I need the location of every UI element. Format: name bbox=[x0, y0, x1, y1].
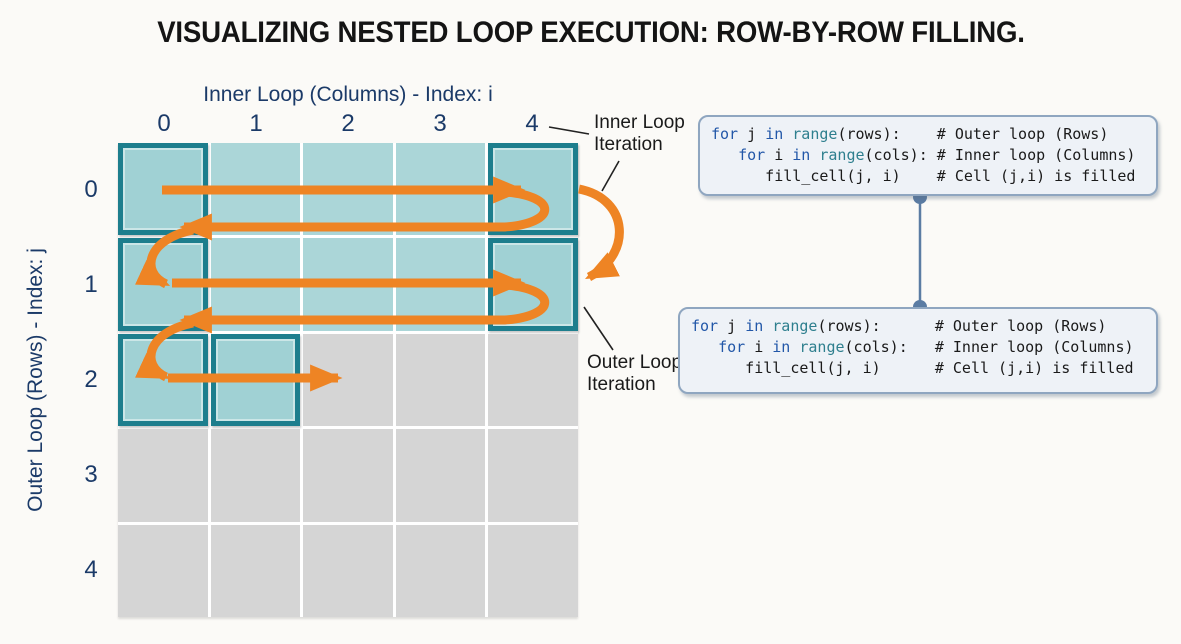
grid-cell-3-4 bbox=[488, 429, 578, 522]
grid-cell-0-1 bbox=[210, 143, 301, 236]
inner-loop-label-line1: Inner Loop bbox=[594, 112, 685, 133]
y-axis-title: Outer Loop (Rows) - Index: j bbox=[24, 248, 47, 512]
grid-cell-2-3 bbox=[395, 333, 486, 427]
x-tick-4: 4 bbox=[525, 110, 539, 137]
x-tick-0: 0 bbox=[157, 110, 171, 137]
y-axis-ticks: 0 1 2 3 4 bbox=[72, 143, 110, 617]
code-line-1: for i in range(cols): # Inner loop (Colu… bbox=[738, 146, 1136, 164]
x-axis-title: Inner Loop (Columns) - Index: i bbox=[203, 83, 493, 106]
code-line-1: for i in range(cols): # Inner loop (Colu… bbox=[718, 338, 1134, 356]
grid-cell-4-0 bbox=[118, 524, 208, 617]
grid-cell-1-4 bbox=[488, 238, 578, 331]
grid-cell-2-2 bbox=[303, 333, 393, 427]
grid-cell-4-3 bbox=[395, 524, 486, 617]
code-block-bottom: for j in range(rows): # Outer loop (Rows… bbox=[678, 307, 1158, 394]
loop-grid bbox=[118, 143, 578, 617]
grid-cell-1-1 bbox=[210, 238, 301, 331]
y-tick-3: 3 bbox=[84, 460, 98, 488]
grid-cell-1-0 bbox=[118, 238, 208, 331]
code-block-top: for j in range(rows): # Outer loop (Rows… bbox=[698, 115, 1158, 196]
grid-cell-3-0 bbox=[118, 429, 208, 522]
grid-cell-1-3 bbox=[395, 238, 486, 331]
code-line-0: for j in range(rows): # Outer loop (Rows… bbox=[711, 125, 1109, 143]
grid-cell-4-4 bbox=[488, 524, 578, 617]
inner-loop-label-line2: Iteration bbox=[594, 134, 663, 155]
x-tick-1: 1 bbox=[249, 110, 263, 137]
grid-cell-2-4 bbox=[488, 333, 578, 427]
outer-loop-iteration-label: Outer Loop Iteration bbox=[587, 352, 682, 396]
x-tick-2: 2 bbox=[341, 110, 355, 137]
leader-outer-loop bbox=[583, 306, 614, 351]
grid-cell-3-1 bbox=[210, 429, 301, 522]
grid-cell-0-2 bbox=[303, 143, 393, 236]
grid-cell-3-3 bbox=[395, 429, 486, 522]
grid-cell-2-1 bbox=[210, 333, 301, 427]
y-tick-0: 0 bbox=[84, 176, 98, 204]
y-tick-4: 4 bbox=[84, 555, 98, 583]
grid-cell-0-4 bbox=[488, 143, 578, 236]
grid-cell-0-0 bbox=[118, 143, 208, 236]
inner-loop-iteration-label: Inner Loop Iteration bbox=[594, 112, 685, 156]
x-tick-3: 3 bbox=[433, 110, 447, 137]
y-tick-1: 1 bbox=[84, 271, 98, 299]
code-line-2: fill_cell(j, i) # Cell (j,i) is filled bbox=[691, 359, 1134, 377]
leader-inner-loop-arc bbox=[601, 160, 620, 192]
outer-loop-label-line1: Outer Loop bbox=[587, 352, 683, 373]
grid-cell-4-1 bbox=[210, 524, 301, 617]
grid-cell-3-2 bbox=[303, 429, 393, 522]
grid-cell-4-2 bbox=[303, 524, 393, 617]
code-line-2: fill_cell(j, i) # Cell (j,i) is filled bbox=[711, 167, 1136, 185]
grid-cell-1-2 bbox=[303, 238, 393, 331]
grid-cell-2-0 bbox=[118, 333, 208, 427]
arrow-outer-loop bbox=[577, 184, 624, 282]
page-title: VISUALIZING NESTED LOOP EXECUTION: ROW-B… bbox=[156, 16, 1025, 49]
y-tick-2: 2 bbox=[84, 365, 98, 393]
outer-loop-label-line2: Iteration bbox=[587, 374, 656, 395]
x-axis-ticks: 0 1 2 3 4 bbox=[118, 110, 578, 140]
code-line-0: for j in range(rows): # Outer loop (Rows… bbox=[691, 317, 1107, 335]
grid-cell-0-3 bbox=[395, 143, 486, 236]
